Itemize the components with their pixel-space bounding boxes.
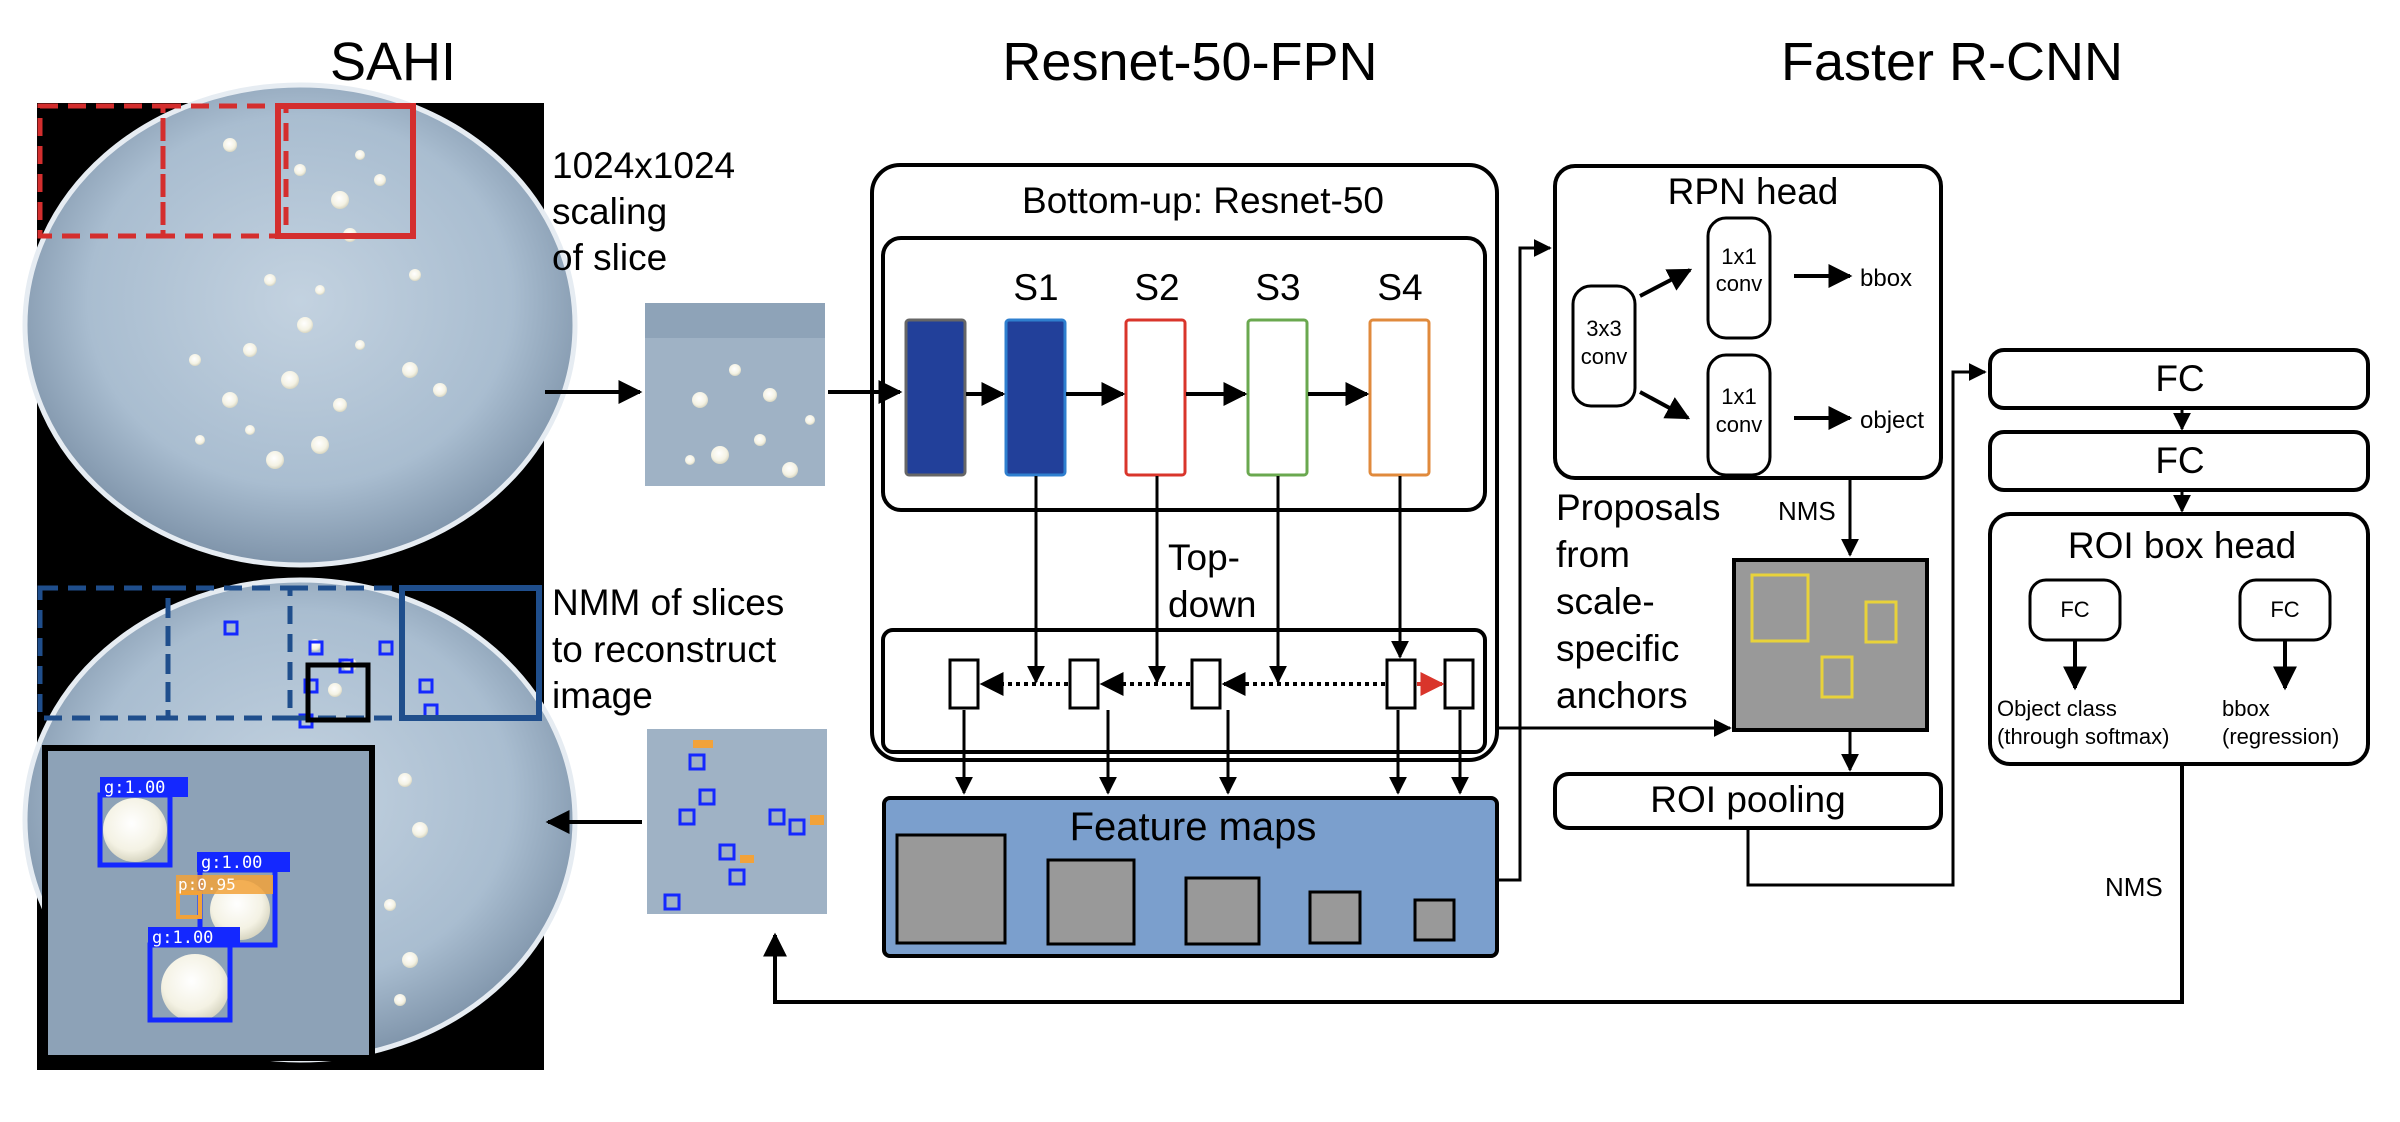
- arrow-nms-to-reconstruct: [763, 765, 2184, 1004]
- fc-box-top: [1988, 348, 2370, 410]
- proposals-line-4: specific: [1556, 628, 1679, 669]
- rpn-conv1a-line-1: 1x1: [1721, 244, 1756, 269]
- bottom-up-title: Bottom-up: Resnet-50: [1022, 180, 1384, 221]
- scaling-note-line-2: scaling: [552, 191, 667, 232]
- anchor-proposal-map: [1732, 558, 1929, 732]
- scaling-note-line-1: 1024x1024: [552, 145, 735, 186]
- stage-block-s4: [1368, 318, 1431, 477]
- scaling-note-line-3: of slice: [552, 237, 667, 278]
- detection-label-orange: p:0.95: [178, 875, 236, 894]
- sahi-panel: g:1.00 g:1.00 p:0.95 g:1.00: [22, 82, 578, 1070]
- rcnn-title: Faster R-CNN: [1781, 32, 2123, 92]
- sahi-title: SAHI: [330, 32, 456, 92]
- fpn-block: Bottom-up: Resnet-50 S1 S2 S3 S4 Top- do…: [870, 163, 1499, 958]
- fpn-title: Resnet-50-FPN: [1002, 32, 1377, 92]
- roi-pooling-label: ROI pooling: [1650, 779, 1845, 820]
- bbox-regression-line-1: bbox: [2222, 696, 2270, 721]
- top-down-label-1: Top-: [1168, 537, 1240, 578]
- roi-box-head: ROI box head FC FC Object class (through…: [1988, 512, 2370, 766]
- fc-second-label: FC: [2155, 440, 2204, 481]
- fc-top-label: FC: [2155, 358, 2204, 399]
- top-down-label-2: down: [1168, 584, 1256, 625]
- rpn-conv3-line-2: conv: [1581, 344, 1627, 369]
- detection-label-middle: g:1.00: [201, 853, 262, 873]
- roi-pooling-box: [1553, 772, 1943, 830]
- scaling-note: 1024x1024 scaling of slice: [552, 145, 735, 278]
- rpn-conv1b-line-1: 1x1: [1721, 384, 1756, 409]
- proposals-line-5: anchors: [1556, 675, 1688, 716]
- rpn-conv1a-line-2: conv: [1716, 271, 1762, 296]
- proposals-line-3: scale-: [1556, 581, 1655, 622]
- rpn-nms-label: NMS: [1778, 496, 1836, 526]
- object-class-line-2: (through softmax): [1997, 724, 2169, 749]
- proposals-text: Proposals from scale- specific anchors: [1556, 487, 1721, 716]
- rpn-conv3-line-1: 3x3: [1586, 316, 1621, 341]
- bbox-regression-line-2: (regression): [2222, 724, 2339, 749]
- proposals-line-2: from: [1556, 534, 1630, 575]
- stage-block-s1: [1004, 318, 1067, 477]
- rpn-head-title: RPN head: [1668, 171, 1839, 212]
- object-class-line-1: Object class: [1997, 696, 2117, 721]
- rpn-head: RPN head 3x3 conv 1x1 conv 1x1 conv bbox…: [1553, 164, 1943, 480]
- rpn-conv1b-line-2: conv: [1716, 412, 1762, 437]
- zoom-inset: g:1.00 g:1.00 p:0.95 g:1.00: [42, 745, 375, 1061]
- scaled-slice-thumbnail: [645, 303, 825, 486]
- roi-fc-right-label: FC: [2270, 597, 2299, 622]
- nmm-note: NMM of slices to reconstruct image: [552, 582, 784, 716]
- stage-block-s2: [1124, 318, 1187, 477]
- feature-maps-label: Feature maps: [1070, 805, 1317, 849]
- stage-label-s2: S2: [1134, 267, 1179, 308]
- arrow-fpn-to-rpn: [1498, 239, 1552, 882]
- stage-label-s3: S3: [1255, 267, 1300, 308]
- roi-box-head-title: ROI box head: [2068, 525, 2296, 566]
- nmm-note-line-1: NMM of slices: [552, 582, 784, 623]
- rpn-object-label: object: [1860, 407, 1924, 434]
- roi-fc-left-label: FC: [2060, 597, 2089, 622]
- fc-box-second: [1988, 430, 2370, 492]
- stage-label-s1: S1: [1013, 267, 1058, 308]
- stage-block-s3: [1246, 318, 1309, 477]
- stage-label-s4: S4: [1377, 267, 1422, 308]
- detection-label-bottom: g:1.00: [152, 928, 213, 948]
- nmm-note-line-3: image: [552, 675, 653, 716]
- stage-block-s0: [904, 318, 967, 477]
- proposals-line-1: Proposals: [1556, 487, 1721, 528]
- detection-label-top: g:1.00: [104, 778, 165, 798]
- reconstructed-thumbnail: [647, 729, 827, 914]
- top-petri-dish: [22, 82, 578, 568]
- arrow-roi-to-fc: [1746, 363, 1987, 887]
- final-nms-label: NMS: [2105, 872, 2163, 902]
- rpn-bbox-label: bbox: [1860, 265, 1912, 292]
- nmm-note-line-2: to reconstruct: [552, 629, 777, 670]
